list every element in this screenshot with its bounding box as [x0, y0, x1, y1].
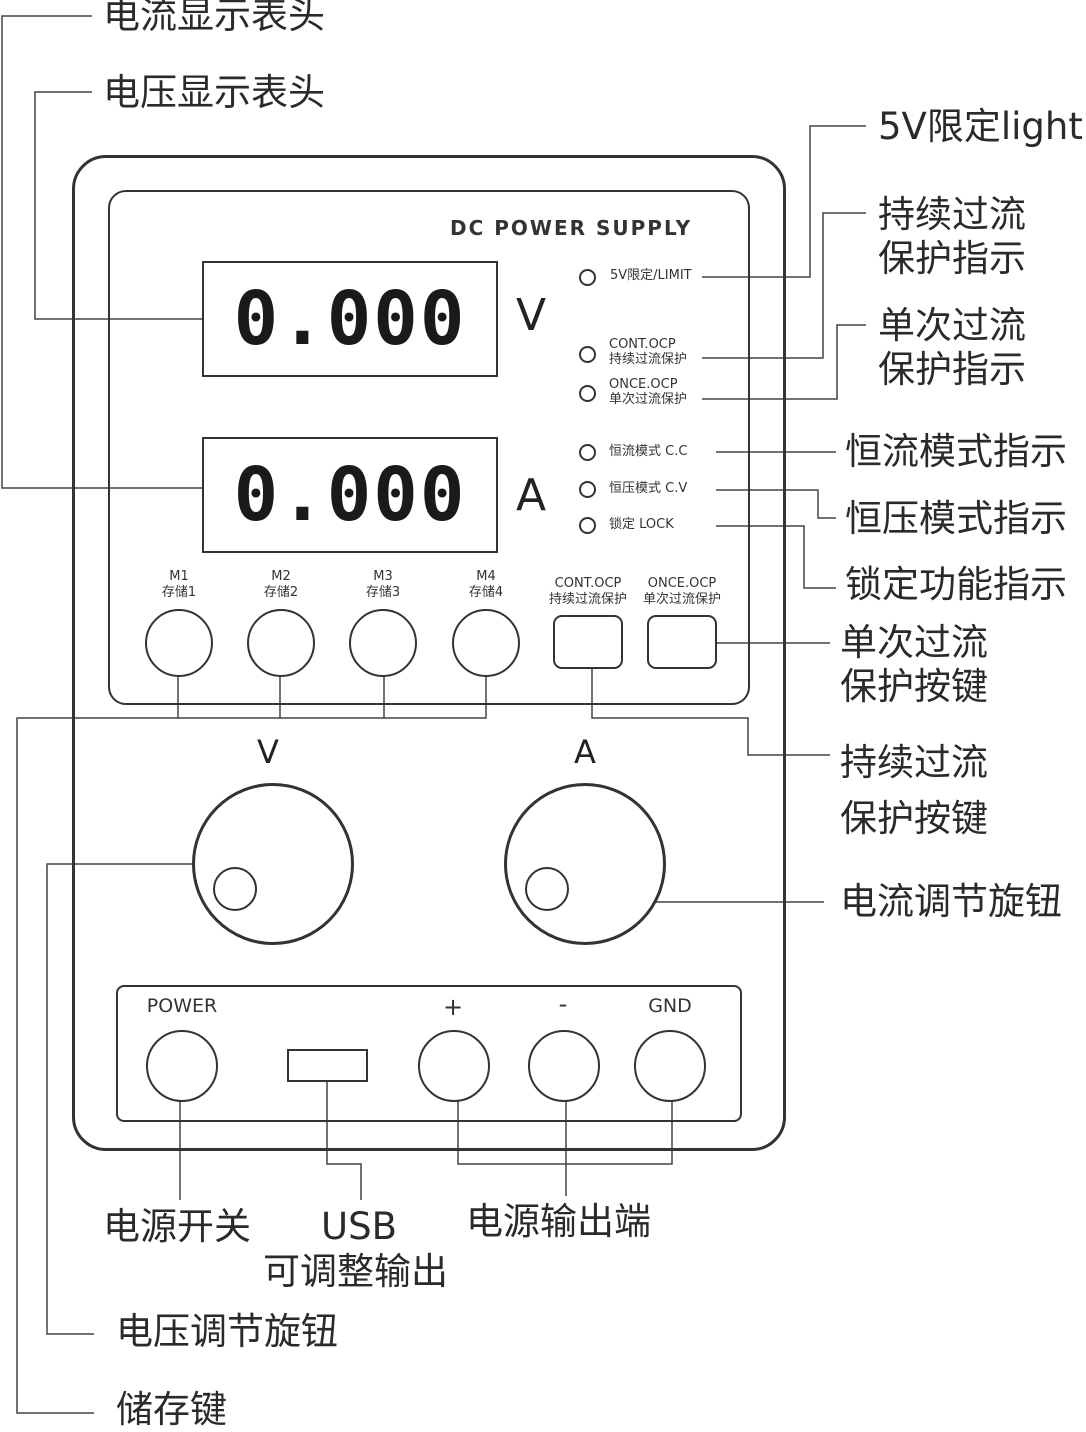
- memory-button-m3[interactable]: [349, 609, 417, 677]
- voltage-knob[interactable]: [192, 783, 354, 945]
- cont-ocp-button[interactable]: [553, 615, 623, 669]
- memory-button-m4[interactable]: [452, 609, 520, 677]
- knob-indicator-icon: [213, 867, 257, 911]
- m1-label: M1 存储1: [161, 569, 197, 600]
- plus-label: +: [442, 993, 464, 1021]
- power-label: POWER: [146, 995, 218, 1017]
- memory-button-m2[interactable]: [247, 609, 315, 677]
- current-readout: 0.000: [233, 452, 467, 538]
- terminal-panel: [116, 985, 742, 1122]
- once-ocp-button[interactable]: [647, 615, 717, 669]
- callout-lock-indicator: 锁定功能指示: [845, 563, 1067, 606]
- callout-power-switch: 电源开关: [103, 1205, 251, 1248]
- callout-cv-indicator: 恒压模式指示: [845, 497, 1067, 540]
- usb-port[interactable]: [287, 1049, 368, 1082]
- cc-led-icon: [579, 444, 596, 461]
- cc-led-label: 恒流模式 C.C: [609, 444, 688, 459]
- callout-voltage-meter: 电压显示表头: [103, 71, 325, 114]
- voltage-display: 0.000: [202, 261, 498, 377]
- callout-voltage-knob: 电压调节旋钮: [116, 1310, 338, 1353]
- limit-5v-label: 5V限定/LIMIT: [610, 268, 692, 283]
- power-switch[interactable]: [146, 1030, 218, 1102]
- ground-terminal[interactable]: [634, 1030, 706, 1102]
- callout-cont-ocp-indicator: 持续过流 保护指示: [878, 193, 1026, 281]
- callout-current-meter: 电流显示表头: [103, 0, 325, 37]
- callout-cont-ocp-key: 持续过流 保护按键: [840, 741, 988, 840]
- limit-5v-led-icon: [579, 269, 596, 286]
- cont-ocp-led-icon: [579, 346, 596, 363]
- lock-led-icon: [579, 517, 596, 534]
- voltage-readout: 0.000: [233, 276, 467, 362]
- knob-indicator-icon: [525, 867, 569, 911]
- once-ocp-button-label: ONCE.OCP 单次过流保护: [642, 576, 721, 607]
- current-unit: A: [516, 470, 547, 521]
- memory-button-m1[interactable]: [145, 609, 213, 677]
- cv-led-label: 恒压模式 C.V: [609, 481, 688, 496]
- lock-led-label: 锁定 LOCK: [609, 517, 674, 532]
- minus-label: -: [558, 990, 568, 1018]
- cont-ocp-button-label: CONT.OCP 持续过流保护: [548, 576, 627, 607]
- m4-label: M4 存储4: [468, 569, 504, 600]
- m3-label: M3 存储3: [365, 569, 401, 600]
- brand-label: DC POWER SUPPLY: [450, 216, 693, 240]
- front-display-panel: [108, 190, 750, 705]
- positive-terminal[interactable]: [418, 1030, 490, 1102]
- callout-usb-adjustable: 可调整输出: [263, 1250, 448, 1293]
- callout-memory-keys: 储存键: [116, 1388, 227, 1431]
- gnd-label: GND: [648, 995, 692, 1017]
- callout-5v-limit-light: 5V限定light: [878, 105, 1083, 148]
- voltage-knob-label: V: [257, 733, 279, 771]
- voltage-unit: V: [516, 290, 547, 341]
- callout-once-ocp-key: 单次过流 保护按键: [840, 621, 988, 709]
- once-ocp-led-icon: [579, 385, 596, 402]
- cont-ocp-led-label: CONT.OCP 持续过流保护: [609, 337, 688, 367]
- power-supply-body: [72, 155, 786, 1151]
- once-ocp-led-label: ONCE.OCP 单次过流保护: [609, 377, 688, 407]
- current-knob-label: A: [574, 733, 596, 771]
- current-knob[interactable]: [504, 783, 666, 945]
- callout-once-ocp-indicator: 单次过流 保护指示: [878, 304, 1026, 392]
- callout-output-terminals: 电源输出端: [466, 1200, 651, 1243]
- callout-usb: USB: [321, 1205, 397, 1248]
- current-display: 0.000: [202, 437, 498, 553]
- callout-cc-indicator: 恒流模式指示: [845, 430, 1067, 473]
- m2-label: M2 存储2: [263, 569, 299, 600]
- negative-terminal[interactable]: [528, 1030, 600, 1102]
- callout-current-knob: 电流调节旋钮: [840, 880, 1062, 923]
- cv-led-icon: [579, 481, 596, 498]
